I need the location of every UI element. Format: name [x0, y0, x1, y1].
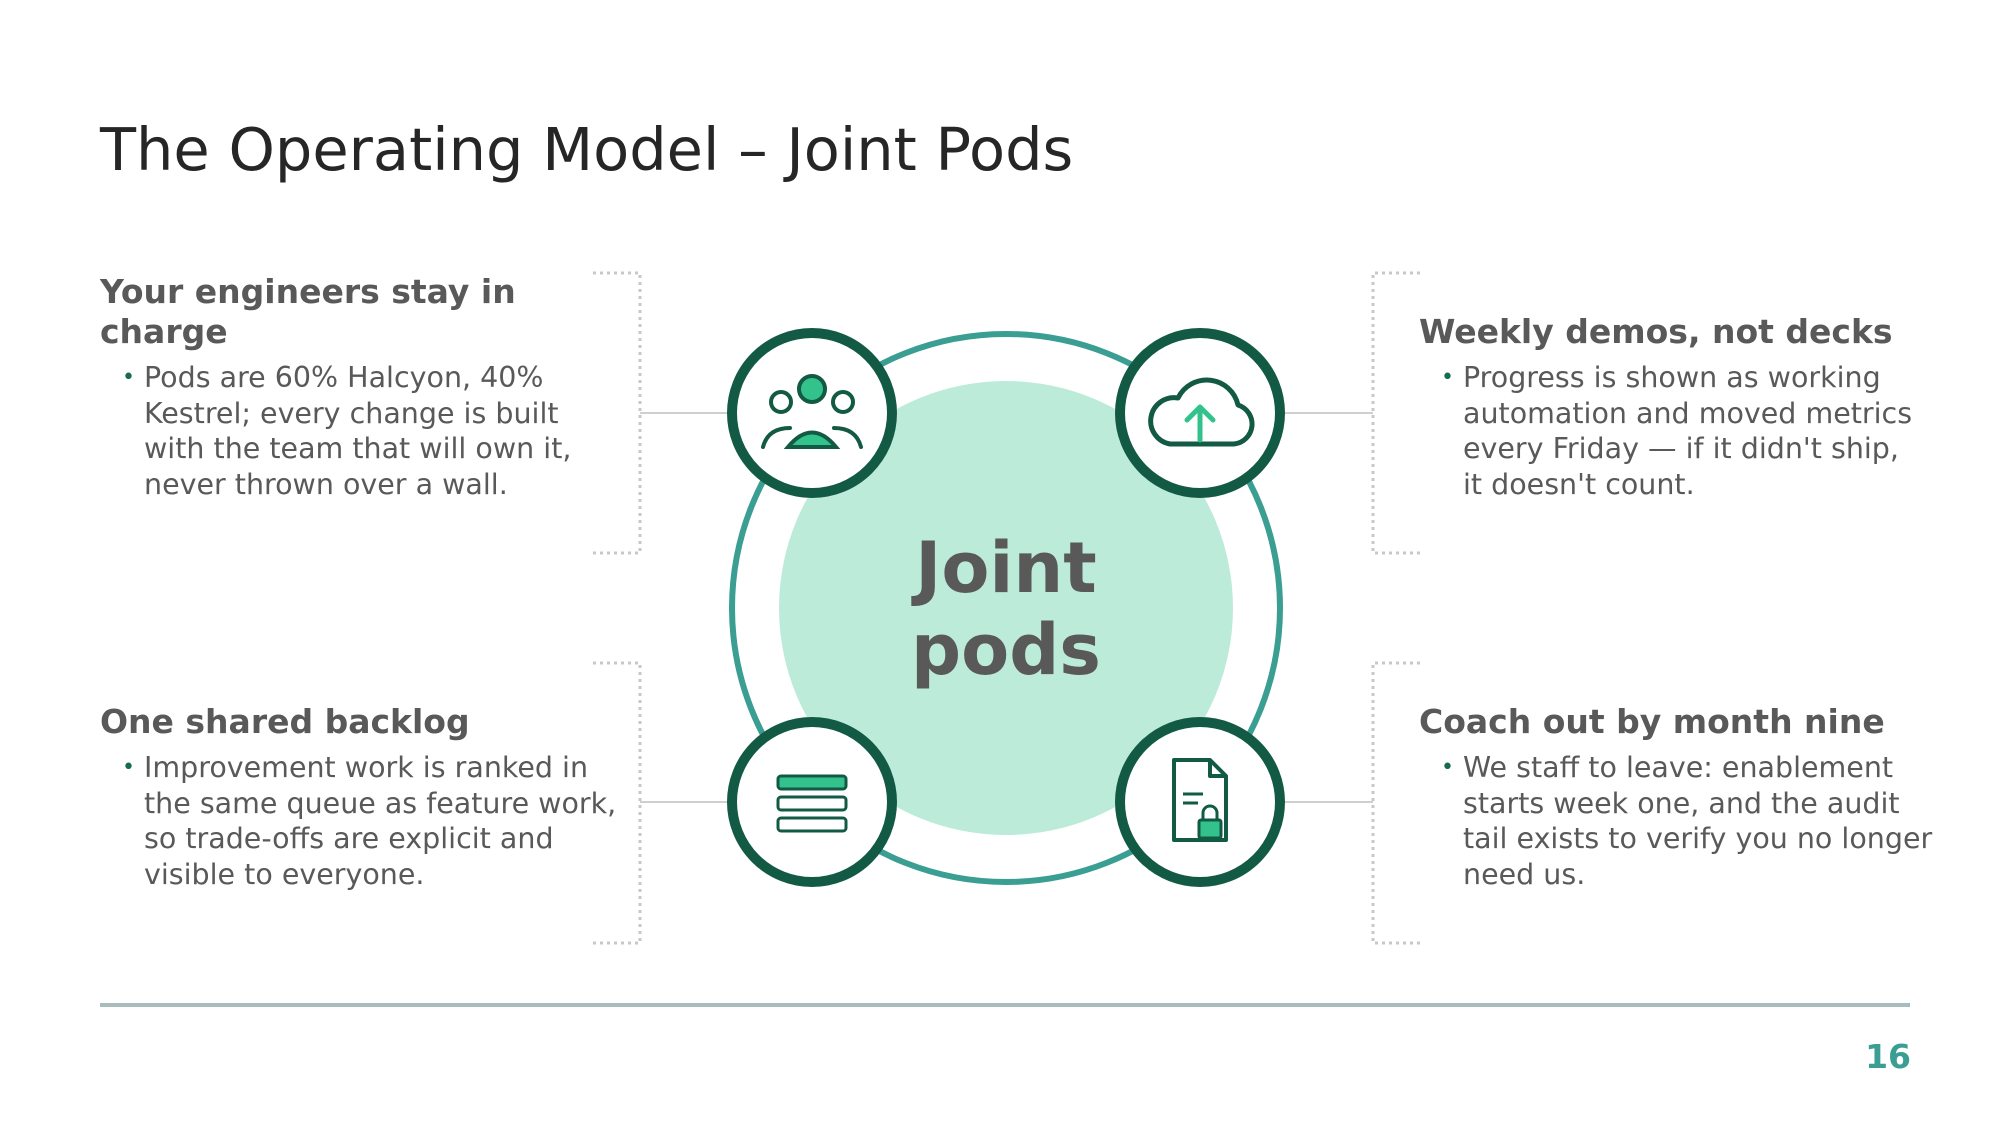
- locked-document-icon: [1115, 717, 1285, 887]
- cloud-upload-icon: [1115, 328, 1285, 498]
- bullet-item: • Pods are 60% Halcyon, 40% Kestrel; ever…: [100, 360, 620, 502]
- bullet-item: • Improvement work is ranked in the same …: [100, 750, 620, 892]
- bracket-top-left: [593, 271, 642, 555]
- heading-engineers-in-charge: Your engineers stay in charge: [100, 272, 516, 351]
- block-bottom-left: One shared backlog • Improvement work is …: [100, 702, 620, 892]
- bullet-dot: •: [122, 365, 135, 390]
- page-number: 16: [1865, 1037, 1911, 1076]
- team-icon: [727, 328, 897, 498]
- heading-shared-backlog: One shared backlog: [100, 702, 470, 741]
- bracket-bottom-right: [1371, 661, 1420, 945]
- bullet-list: • We staff to leave: enablement starts we…: [1419, 750, 1939, 892]
- center-label-line1: Joint: [911, 527, 1096, 609]
- bullet-item: • Progress is shown as working automation…: [1419, 360, 1919, 502]
- bullet-dot: •: [1441, 755, 1454, 780]
- heading-weekly-demos: Weekly demos, not decks: [1419, 312, 1893, 351]
- bracket-bottom-left: [593, 661, 642, 945]
- block-bottom-right: Coach out by month nine • We staff to lea…: [1419, 702, 1939, 892]
- bullet-dot: •: [1441, 365, 1454, 390]
- center-disc: [779, 381, 1233, 835]
- bullet-list: • Improvement work is ranked in the same …: [100, 750, 620, 892]
- block-top-right: Weekly demos, not decks • Progress is sho…: [1419, 312, 1919, 502]
- heading-coach-out: Coach out by month nine: [1419, 702, 1885, 741]
- block-top-left: Your engineers stay in charge • Pods are …: [100, 272, 620, 502]
- bullet-text: We staff to leave: enablement starts wee…: [1463, 751, 1933, 891]
- slide-title: The Operating Model – Joint Pods: [100, 115, 1074, 184]
- bracket-top-right: [1371, 271, 1420, 555]
- bullet-text: Pods are 60% Halcyon, 40% Kestrel; every…: [144, 361, 572, 501]
- bullet-item: • We staff to leave: enablement starts we…: [1419, 750, 1939, 892]
- bullet-text: Progress is shown as working automation …: [1463, 361, 1913, 501]
- backlog-stack-icon: [727, 717, 897, 887]
- bullet-dot: •: [122, 755, 135, 780]
- bullet-list: • Progress is shown as working automation…: [1419, 360, 1919, 502]
- center-label-line2: pods: [911, 609, 1101, 691]
- footer-divider: [100, 1003, 1910, 1007]
- bullet-text: Improvement work is ranked in the same q…: [144, 751, 617, 891]
- bullet-list: • Pods are 60% Halcyon, 40% Kestrel; ever…: [100, 360, 620, 502]
